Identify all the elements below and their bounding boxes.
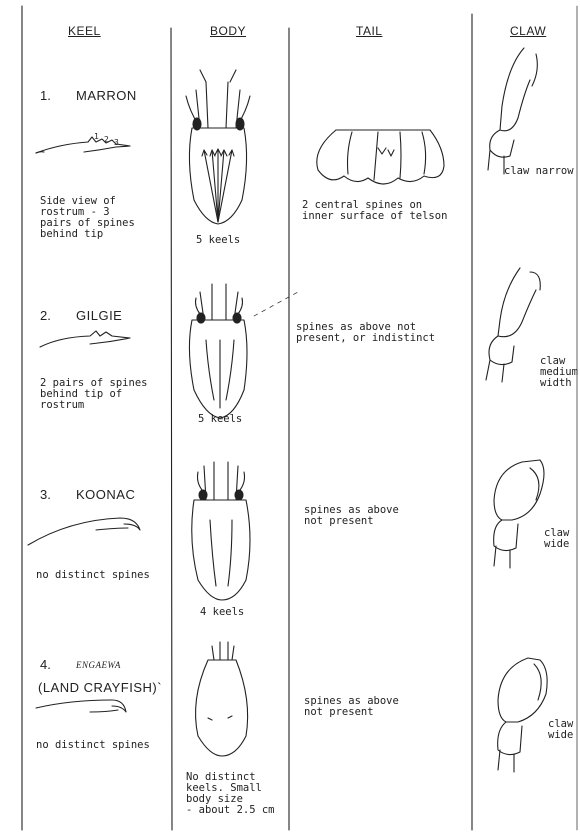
row2-number: 2. (40, 308, 51, 323)
row3-number: 3. (40, 487, 51, 502)
row4-body-line4: - about 2.5 cm (186, 805, 275, 817)
engaewa-rostrum-drawing (36, 700, 126, 712)
marron-body-drawing (186, 70, 250, 224)
marron-claw-drawing (488, 48, 537, 174)
row4-keel-text: no distinct spines (36, 740, 150, 752)
koonac-claw-drawing (494, 460, 544, 568)
row3-tail-line2: not present (304, 516, 374, 528)
row1-number: 1. (40, 88, 51, 103)
row3-species: KOONAC (76, 487, 135, 502)
row3-keel-text: no distinct spines (36, 570, 150, 582)
row4-species-note: (LAND CRAYFISH)` (38, 680, 162, 695)
row2-keel-line3: rostrum (40, 400, 84, 412)
koonac-rostrum-drawing (28, 518, 140, 545)
row3-body-text: 4 keels (200, 607, 244, 619)
rostrum-mark-3: 3 (114, 137, 119, 149)
row1-claw-text: claw narrow (504, 166, 574, 178)
header-claw: CLAW (510, 24, 546, 38)
row1-tail-line2: inner surface of telson (302, 211, 447, 223)
divider-keel-body (171, 28, 172, 830)
header-tail: TAIL (356, 24, 382, 38)
row1-keel-line4: behind tip (40, 229, 103, 241)
engaewa-body-drawing (196, 642, 248, 756)
rostrum-mark-1: 1 (94, 131, 99, 143)
row4-claw-line2: wide (548, 730, 573, 742)
engaewa-claw-drawing (498, 658, 547, 772)
header-body: BODY (210, 24, 246, 38)
row2-body-text: 5 keels (198, 414, 242, 426)
marron-telson-drawing (317, 130, 444, 184)
header-keel: KEEL (68, 24, 101, 38)
row1-body-text: 5 keels (196, 235, 240, 247)
gilgie-body-drawing (189, 284, 298, 418)
row3-claw-line2: wide (544, 539, 569, 551)
row2-species: GILGIE (76, 308, 122, 323)
row4-number: 4. (40, 657, 51, 672)
row4-species: ENGAEWA (76, 660, 121, 670)
gilgie-rostrum-drawing (40, 331, 130, 347)
row2-claw-line3: width (540, 378, 572, 390)
rostrum-mark-2: 2 (104, 134, 109, 146)
row1-species: MARRON (76, 88, 137, 103)
row2-tail-line2: present, or indistinct (296, 333, 435, 345)
koonac-body-drawing (192, 462, 250, 600)
row4-tail-line2: not present (304, 707, 374, 719)
gilgie-claw-drawing (486, 268, 540, 382)
